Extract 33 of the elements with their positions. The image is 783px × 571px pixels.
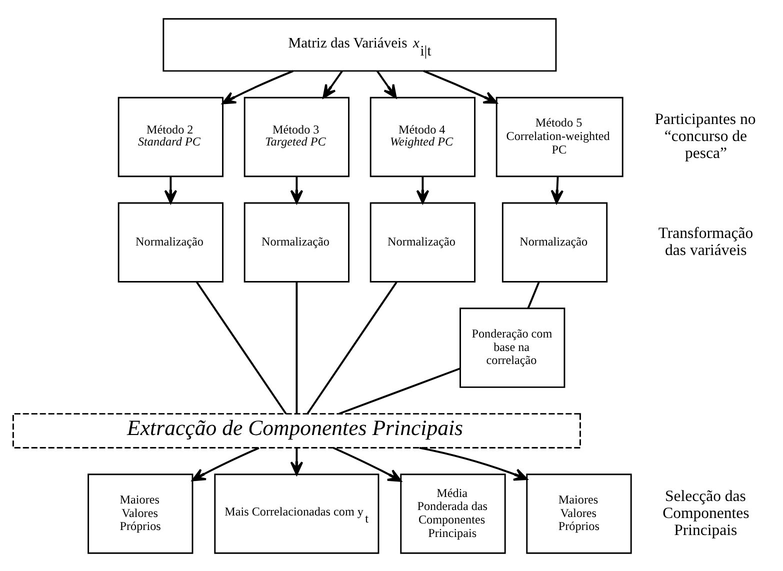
node-box: Ponderação com base na correlação (460, 307, 566, 388)
node-box: Normalização (244, 202, 350, 282)
node-box: Maiores Valores Próprios (526, 473, 632, 554)
node-box: Método 5 Correlation-weighted PC (496, 96, 624, 177)
node-box: Método 2 Standard PC (118, 96, 224, 177)
node-box: Normalização (118, 202, 224, 282)
arrow (419, 446, 528, 480)
node-box: Método 4 Weighted PC (370, 96, 476, 177)
arrow (376, 70, 397, 98)
connector (338, 367, 460, 414)
arrow (333, 446, 402, 482)
label: Participantes no “concurso de pesca” (654, 110, 756, 162)
connector (296, 282, 298, 414)
arrow (290, 176, 304, 204)
label: Selecção das Componentes Principais (662, 487, 750, 538)
arrow (192, 446, 260, 481)
arrow (222, 70, 294, 104)
node-box: Normalização (502, 202, 608, 282)
node-box: Maiores Valores Próprios (88, 473, 194, 554)
node-box: Extracção de Componentes Principais (12, 412, 581, 448)
connector (527, 281, 540, 308)
node-box: Método 3 Targeted PC (244, 96, 350, 177)
arrow (322, 70, 343, 98)
arrow (423, 70, 498, 104)
connector (306, 281, 398, 414)
arrow (416, 176, 430, 204)
node-box: Média Ponderada das Componentes Principais (400, 473, 506, 554)
arrow (550, 176, 564, 204)
connector (196, 281, 287, 414)
node-box: Normalização (370, 202, 476, 282)
label: Transformação das variáveis (658, 224, 754, 258)
arrow (290, 447, 304, 475)
arrow (164, 176, 178, 204)
